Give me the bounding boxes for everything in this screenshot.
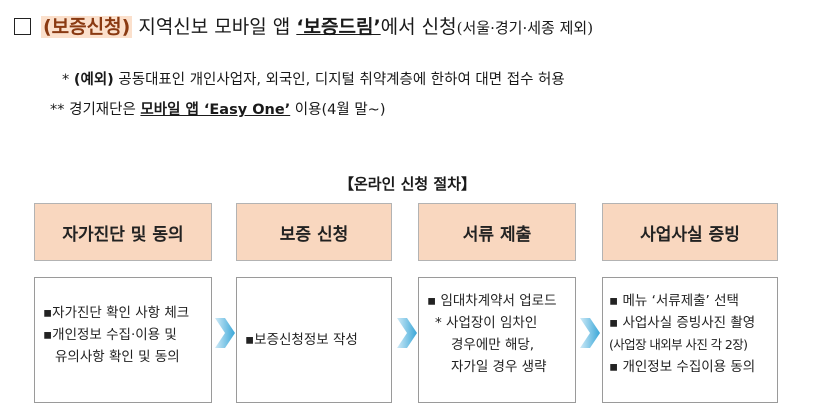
detail-line: 유의사항 확인 및 동의	[55, 349, 180, 365]
note-bold: 모바일 앱 ‘Easy One’	[140, 102, 291, 118]
detail-line: ▪보증신청정보 작성	[245, 332, 358, 348]
note-gyeonggi: ** 경기재단은 모바일 앱 ‘Easy One’ 이용(4월 말~)	[50, 98, 385, 119]
detail-box-2: ▪보증신청정보 작성	[236, 277, 392, 403]
note-bold: (예외)	[73, 72, 114, 88]
detail-line: (사업장 내외부 사진 각 2장)	[609, 337, 748, 352]
detail-box-1: ▪자가진단 확인 사항 체크 ▪개인정보 수집·이용 및 유의사항 확인 및 동…	[34, 277, 212, 403]
note-text-2: 이용(4월 말~)	[290, 102, 386, 118]
chevron-right-icon	[580, 318, 600, 348]
heading-suffix: (서울·경기·세종 제외)	[456, 19, 594, 37]
note-exception: * (예외) 공동대표인 개인사업자, 외국인, 디지털 취약계층에 한하여 대…	[62, 68, 565, 89]
detail-line: 자가일 경우 생략	[451, 359, 547, 375]
heading-text: 지역신보 모바일 앱	[138, 16, 297, 38]
heading-text-2: 에서 신청	[380, 16, 457, 38]
step-guarantee-apply: 보증 신청	[236, 203, 392, 261]
detail-line: ▪ 사업사실 증빙사진 촬영	[609, 315, 756, 331]
detail-line: ▪자가진단 확인 사항 체크	[43, 305, 190, 321]
detail-line: ▪ 임대차계약서 업로드	[427, 293, 557, 309]
note-mark: *	[62, 72, 70, 88]
detail-line: ▪ 메뉴 ‘서류제출’ 선택	[609, 293, 739, 309]
step-business-proof: 사업사실 증빙	[602, 203, 778, 261]
detail-line: * 사업장이 임차인	[435, 315, 538, 331]
section-heading: (보증신청) 지역신보 모바일 앱 ‘보증드림’에서 신청(서울·경기·세종 제…	[14, 12, 593, 39]
heading-app-name: ‘보증드림’	[296, 16, 381, 38]
detail-line: 경우에만 해당,	[451, 337, 535, 353]
step-self-diagnosis: 자가진단 및 동의	[34, 203, 212, 261]
process-title: 【온라인 신청 절차】	[338, 175, 477, 193]
step-submit-documents: 서류 제출	[418, 203, 576, 261]
note-text: 경기재단은	[64, 102, 141, 118]
detail-line: ▪개인정보 수집·이용 및	[43, 327, 177, 343]
checkbox-square-icon	[14, 18, 31, 35]
detail-box-4: ▪ 메뉴 ‘서류제출’ 선택 ▪ 사업사실 증빙사진 촬영 (사업장 내외부 사…	[602, 277, 778, 403]
note-text: 공동대표인 개인사업자, 외국인, 디지털 취약계층에 한하여 대면 접수 허용	[113, 72, 565, 88]
chevron-right-icon	[215, 318, 235, 348]
chevron-right-icon	[397, 318, 417, 348]
heading-prefix: (보증신청)	[41, 16, 133, 38]
detail-box-3: ▪ 임대차계약서 업로드 * 사업장이 임차인 경우에만 해당, 자가일 경우 …	[418, 277, 576, 403]
note-mark: **	[50, 102, 65, 118]
detail-line: ▪ 개인정보 수집이용 동의	[609, 359, 756, 375]
